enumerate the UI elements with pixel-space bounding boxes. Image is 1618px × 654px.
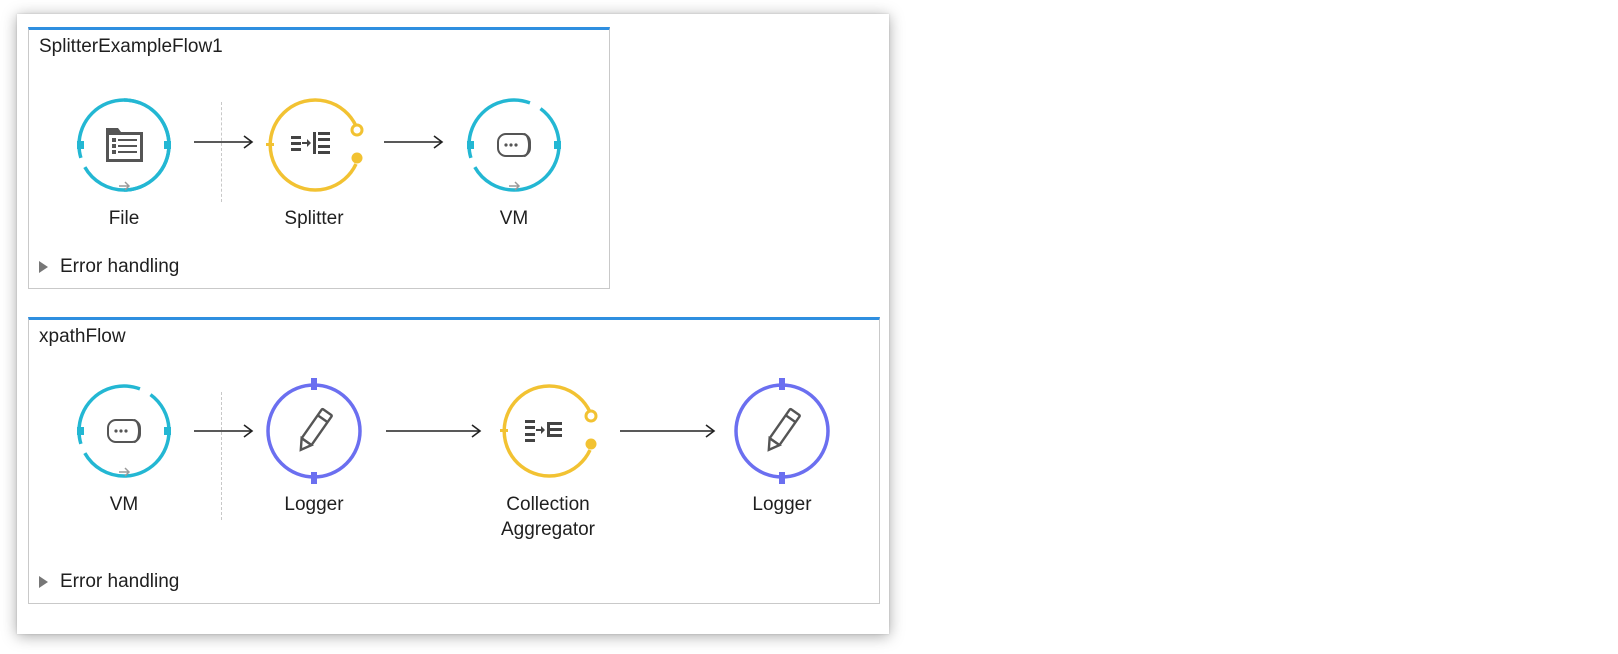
pencil-icon xyxy=(266,378,362,484)
folder-icon xyxy=(77,98,171,192)
source-divider xyxy=(221,102,222,202)
vm-queue-icon xyxy=(77,384,171,478)
expand-triangle-icon[interactable] xyxy=(39,576,48,588)
node-file[interactable]: File xyxy=(49,90,199,231)
node-label: Splitter xyxy=(284,208,344,229)
error-handling-label: Error handling xyxy=(60,256,180,277)
splitter-icon xyxy=(266,98,364,192)
node-label: Logger xyxy=(752,494,812,515)
node-logger[interactable]: Logger xyxy=(239,376,389,517)
expand-triangle-icon[interactable] xyxy=(39,261,48,273)
node-label: File xyxy=(108,208,140,229)
error-handling-toggle[interactable]: Error handling xyxy=(39,571,179,593)
flow-splitter-example[interactable]: SplitterExampleFlow1 File xyxy=(28,27,610,289)
connector-arrow xyxy=(384,135,444,149)
node-collection-aggregator[interactable]: Collection Aggregator xyxy=(473,376,623,542)
source-divider xyxy=(221,392,222,520)
node-label: VM xyxy=(499,208,529,229)
node-vm[interactable]: VM xyxy=(49,376,199,517)
node-splitter[interactable]: Splitter xyxy=(239,90,389,231)
connector-arrow xyxy=(620,424,716,438)
node-label: Logger xyxy=(284,494,344,515)
connector-arrow xyxy=(194,424,254,438)
node-vm[interactable]: VM xyxy=(439,90,589,231)
node-label: VM xyxy=(109,494,139,515)
error-handling-toggle[interactable]: Error handling xyxy=(39,256,179,278)
aggregator-icon xyxy=(500,384,598,478)
flow-xpath[interactable]: xpathFlow VM xyxy=(28,317,880,604)
flow-title: SplitterExampleFlow1 xyxy=(39,36,223,57)
connector-arrow xyxy=(386,424,482,438)
node-label: Collection Aggregator xyxy=(500,494,595,540)
pencil-icon xyxy=(734,378,830,484)
connector-arrow xyxy=(194,135,254,149)
error-handling-label: Error handling xyxy=(60,571,180,592)
node-logger[interactable]: Logger xyxy=(707,376,857,517)
flow-title: xpathFlow xyxy=(39,326,126,347)
vm-queue-icon xyxy=(467,98,561,192)
